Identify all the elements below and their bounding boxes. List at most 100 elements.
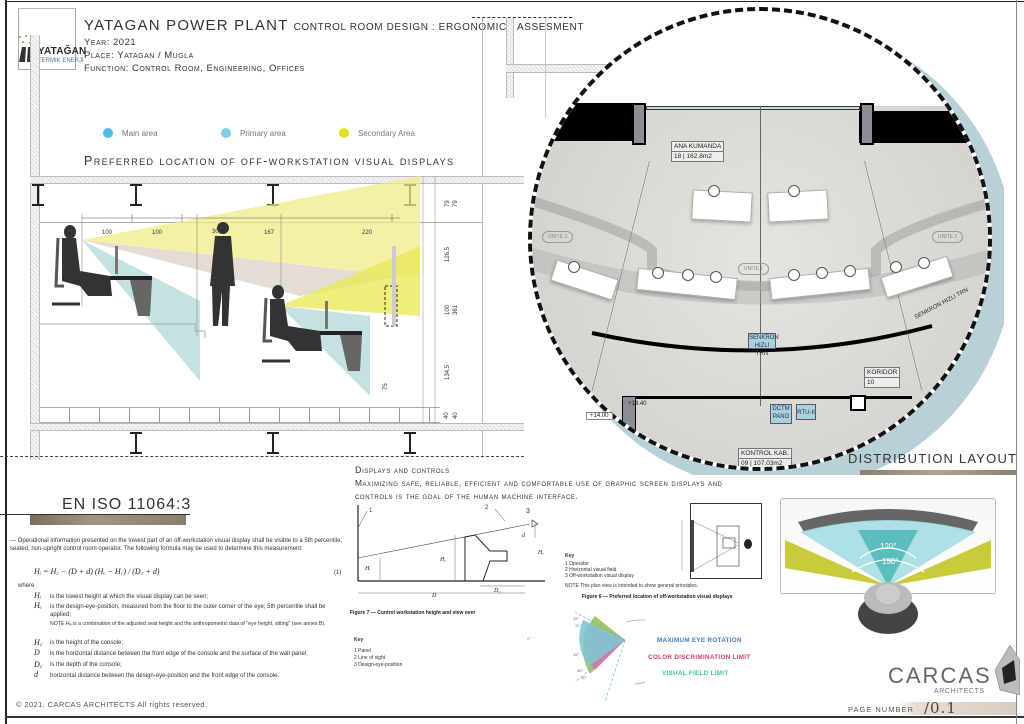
angle-label: 30° [577, 668, 584, 673]
plan-dashed-circle: ANA KUMANDA 18 | 162.8m2 UNITE 3 UNITE 1… [528, 7, 992, 471]
window-strip [646, 106, 860, 110]
def-symbol: H꜀ [34, 638, 43, 647]
bottom-slab-hatch [30, 423, 524, 431]
top-slab-hatch [30, 176, 524, 184]
room-label-kontrol-kab: KONTROL KAB. 09 | 107.03m2 [738, 448, 792, 467]
operator-chair-icon [708, 185, 720, 197]
level-mark: +14.00 [586, 412, 613, 420]
frame-border-left [5, 0, 7, 724]
outer-angle-label: 150° [882, 557, 899, 566]
legend-label: Secondary Area [358, 128, 415, 138]
legend-item-main: Main area [103, 126, 158, 140]
frame-border-bottom [5, 716, 1024, 718]
dim-label: 40 [453, 412, 459, 419]
column [860, 103, 874, 145]
max-eye-rotation-label: MAXIMUM EYE ROTATION [657, 637, 742, 644]
column-hatch [506, 18, 514, 98]
secondary-area-swatch-icon [339, 128, 349, 138]
formula: Hᵢ = H꜀ − (D + d) (Hₑ − H꜀) / (D꜀ + d) [34, 567, 160, 576]
operator-chair-icon [682, 269, 694, 281]
legend-item-secondary: Secondary Area [339, 126, 415, 140]
def-note: NOTE Hₑ is a combination of the adjusted… [50, 621, 326, 627]
displays-body: Maximizing safe, reliable, efficient and… [355, 478, 723, 501]
wall-block [859, 111, 988, 143]
def-text: is the height of the console; [50, 640, 124, 646]
room-code-area: 09 | 107.03m2 [739, 458, 791, 467]
figure6-key-title: Key [565, 553, 575, 559]
place-line: Place: Yatagan / Mugla [84, 50, 194, 61]
legend-item-primary: Primary area [221, 126, 286, 140]
dim-label: 79 [445, 200, 451, 207]
operator-chair-icon [890, 261, 902, 273]
legend-label: Primary area [240, 128, 286, 138]
unit-label: UNITE 1 [738, 263, 770, 275]
figure7-diagram [357, 505, 545, 594]
callout-2: 2 [485, 505, 489, 511]
room-code-area: 18 | 162.8m2 [672, 151, 724, 161]
color-discrimination-label: COLOR DISCRIMINATION LIMIT [648, 654, 751, 661]
dim-label: 79 [453, 200, 459, 207]
angle-label: 25° [573, 616, 580, 621]
dim-label: 100 [152, 230, 163, 236]
callout-1: 1 [369, 508, 373, 514]
dim-he: Hᵢ [365, 566, 371, 572]
dim-label: 30,5 [212, 229, 224, 235]
dim-label: 126,5 [445, 246, 451, 262]
brand-name: CARCAS [888, 663, 992, 688]
room-name: ANA KUMANDA [674, 143, 722, 150]
def-symbol: Hᵢ [34, 591, 42, 600]
title-underline-texture [30, 515, 186, 525]
def-text: is the lowest height at which the visual… [50, 594, 209, 600]
column [632, 103, 646, 145]
room-label-koridor: KORIDOR 10 [864, 367, 901, 388]
logo-name: YATAĞAN [38, 46, 87, 57]
def-text: is the horizontal distance between the f… [50, 651, 308, 657]
figure6-diagram [681, 520, 752, 572]
fire-extinguisher-icon [862, 441, 870, 449]
copyright: © 2021, CARCAS ARCHITECTS All rights res… [16, 700, 208, 709]
logo-frame [18, 8, 76, 70]
dim-label: 134,5 [445, 364, 451, 380]
page-number-bar [898, 702, 1016, 715]
frame-border-right [1016, 0, 1017, 724]
dim-label: 75 [383, 383, 389, 390]
visual-field-limit-label: VISUAL FIELD LIMIT [662, 670, 729, 677]
def-symbol: D꜀ [34, 660, 43, 669]
def-symbol: D [34, 648, 40, 657]
def-symbol: d [34, 670, 38, 679]
year-line: Year: 2021 [84, 37, 137, 48]
i-beam-icon [130, 184, 142, 206]
dim-label: 100 [445, 304, 451, 315]
operator-chair-icon [652, 267, 664, 279]
function-line: Function: Control Room, Engineering, Off… [84, 63, 305, 74]
i-beam-icon [404, 432, 416, 454]
axis-line [760, 106, 761, 406]
frame-border-top [5, 1, 1024, 2]
displays-title: Displays and controls [355, 465, 450, 475]
i-beam-icon [267, 432, 279, 454]
dim-hc: H꜀ [440, 557, 447, 563]
page-number: /0.1 [924, 699, 957, 717]
distribution-layout-title: DISTRIBUTION LAYOUT [848, 451, 1018, 466]
operator-chair-icon [844, 265, 856, 277]
wall-block [532, 103, 642, 141]
grid-line [545, 18, 546, 118]
angle-label: 0° [527, 636, 531, 641]
unit-label: UNITE 3 [542, 231, 574, 243]
main-area-swatch-icon [103, 128, 113, 138]
project-subtitle: CONTROL ROOM DESIGN : ERGONOMICS ASSESME… [293, 22, 585, 33]
logo-subtitle: TERMIK ENERJI [38, 58, 84, 64]
project-title: YATAGAN POWER PLANT CONTROL ROOM DESIGN … [84, 17, 584, 34]
angle-label: 40° [581, 675, 588, 680]
i-beam-icon [130, 432, 142, 454]
operator-chair-icon [788, 185, 800, 197]
operator-chair-icon [816, 267, 828, 279]
figure7-key-title: Key [354, 637, 364, 643]
figure7-caption: Figure 7 — Control workstation height an… [350, 610, 476, 616]
angle-label: 35° [575, 623, 582, 628]
dim-label: 361 [453, 304, 459, 315]
supervisor-console [691, 189, 753, 223]
dim-label: 167 [264, 230, 275, 236]
grid-line [482, 18, 483, 458]
